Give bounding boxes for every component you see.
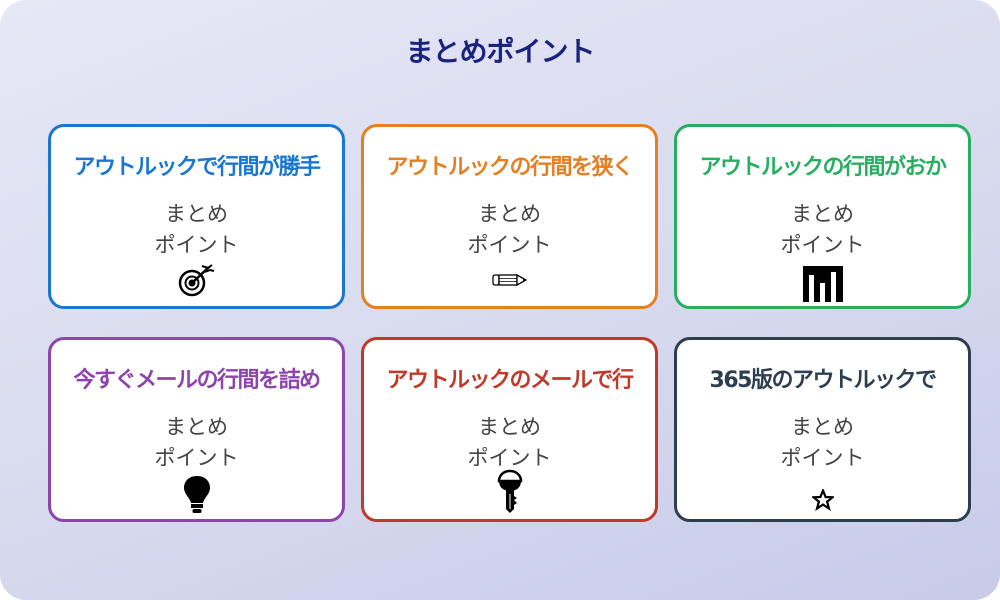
card-subtitle: まとめ ポイント [677,199,968,261]
card-subtitle: まとめ ポイント [51,412,342,474]
subtitle-line-1: まとめ [791,202,854,226]
summary-card[interactable]: アウトルックのメールで行 まとめ ポイント [361,337,658,522]
star-icon [801,480,845,520]
subtitle-line-2: ポイント [467,446,552,470]
pencil-icon [488,260,532,300]
subtitle-line-1: まとめ [165,202,228,226]
key-icon [488,469,532,513]
card-title: アウトルックで行間が勝手 [73,155,321,180]
summary-card[interactable]: 365版のアウトルックで まとめ ポイント [674,337,971,522]
card-title: アウトルックのメールで行 [386,368,634,393]
card-subtitle: まとめ ポイント [364,199,655,261]
page-title: まとめポイント [405,35,595,68]
card-subtitle: まとめ ポイント [677,412,968,474]
subtitle-line-1: まとめ [478,415,541,439]
summary-card[interactable]: アウトルックの行間がおか まとめ ポイント [674,124,971,309]
subtitle-line-1: まとめ [165,415,228,439]
summary-card[interactable]: アウトルックで行間が勝手 まとめ ポイント [48,124,345,309]
lightbulb-icon [175,474,219,514]
subtitle-line-1: まとめ [791,415,854,439]
summary-card[interactable]: 今すぐメールの行間を詰め まとめ ポイント [48,337,345,522]
subtitle-line-2: ポイント [154,446,239,470]
card-title: 今すぐメールの行間を詰め [73,368,321,393]
building-icon [801,264,845,304]
subtitle-line-1: まとめ [478,202,541,226]
subtitle-line-2: ポイント [154,233,239,257]
card-title: 365版のアウトルックで [709,368,937,393]
target-icon [175,260,219,300]
card-subtitle: まとめ ポイント [51,199,342,261]
subtitle-line-2: ポイント [780,233,865,257]
card-subtitle: まとめ ポイント [364,412,655,474]
subtitle-line-2: ポイント [467,233,552,257]
card-title: アウトルックの行間を狭く [386,155,634,180]
subtitle-line-2: ポイント [780,446,865,470]
card-title: アウトルックの行間がおか [699,155,947,180]
summary-card[interactable]: アウトルックの行間を狭く まとめ ポイント [361,124,658,309]
